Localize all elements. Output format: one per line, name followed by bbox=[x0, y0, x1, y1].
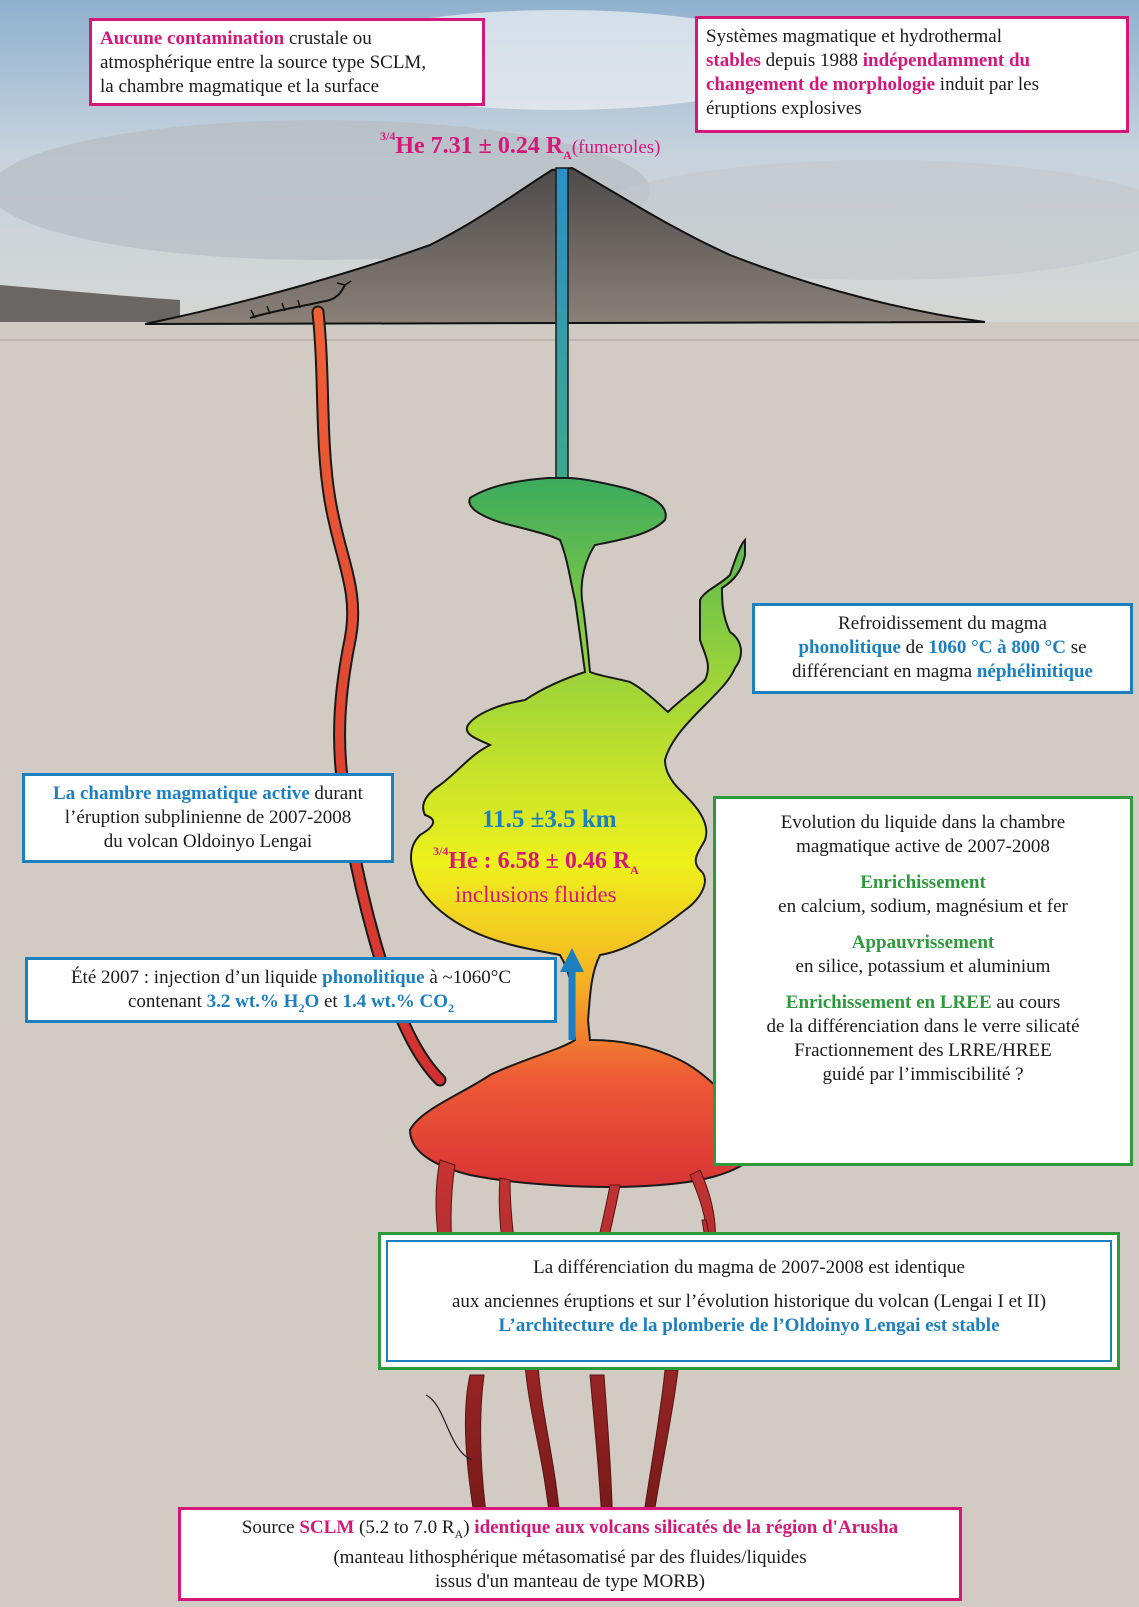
chamber-depth-label: 11.5 ±3.5 km bbox=[482, 806, 617, 834]
chamber-helium-label: 3/4He : 6.58 ± 0.46 RA bbox=[433, 848, 639, 878]
injection-box: Été 2007 : injection d’un liquide phonol… bbox=[25, 957, 557, 1023]
active-chamber-box: La chambre magmatique active durant l’ér… bbox=[22, 773, 394, 863]
source-box: Source SCLM (5.2 to 7.0 RA) identique au… bbox=[178, 1507, 962, 1601]
summit-helium-label: 3/4He 7.31 ± 0.24 RA(fumeroles) bbox=[380, 133, 660, 163]
differentiation-box: La différenciation du magma de 2007-2008… bbox=[378, 1232, 1120, 1370]
fluid-inclusions-label: inclusions fluides bbox=[455, 882, 617, 908]
liquid-evolution-box: Evolution du liquide dans la chambre mag… bbox=[713, 796, 1133, 1166]
enrichment-title: Enrichissement bbox=[722, 871, 1124, 895]
summit-conduit bbox=[556, 168, 568, 478]
plumbing-stable-highlight: L’architecture de la plomberie de l’Oldo… bbox=[392, 1314, 1106, 1338]
stable-systems-box: Systèmes magmatique et hydrothermal stab… bbox=[695, 16, 1129, 133]
contamination-highlight: Aucune contamination bbox=[100, 28, 284, 49]
cooling-box: Refroidissement du magma phonolitique de… bbox=[752, 603, 1133, 694]
contamination-box: Aucune contamination crustale ou atmosph… bbox=[89, 18, 485, 106]
depletion-title: Appauvrissement bbox=[722, 931, 1124, 955]
